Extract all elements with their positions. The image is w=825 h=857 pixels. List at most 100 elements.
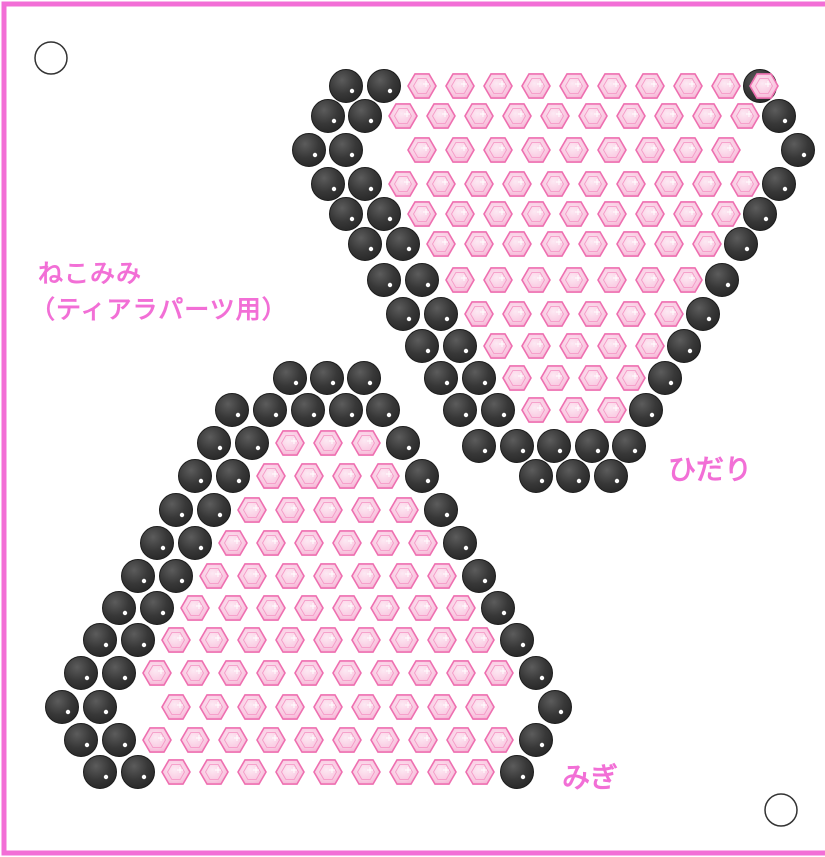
left-piece-pink-bead: [635, 267, 665, 293]
left-piece-pink-bead: [559, 73, 589, 99]
left-piece-black-bead: [556, 459, 590, 493]
right-piece-black-bead: [329, 393, 363, 427]
left-piece-black-bead: [311, 99, 345, 133]
right-piece-pink-bead: [256, 595, 286, 621]
right-piece-pink-bead: [294, 660, 324, 686]
right-piece-black-bead: [197, 493, 231, 527]
left-piece-black-bead: [348, 227, 382, 261]
right-piece-black-bead: [538, 690, 572, 724]
right-piece-pink-bead: [484, 727, 514, 753]
left-piece-pink-bead: [464, 301, 494, 327]
right-piece-pink-bead: [370, 727, 400, 753]
left-piece-black-bead: [329, 197, 363, 231]
pattern-title: ねこみみ: [38, 259, 143, 288]
left-piece-pink-bead: [445, 137, 475, 163]
right-piece-pink-bead: [313, 430, 343, 456]
left-piece-pink-bead: [464, 231, 494, 257]
left-piece-black-bead: [648, 361, 682, 395]
left-piece-pink-bead: [597, 267, 627, 293]
left-piece-pink-bead: [388, 171, 418, 197]
right-piece-pink-bead: [218, 595, 248, 621]
right-piece-pink-bead: [370, 463, 400, 489]
right-piece-black-bead: [481, 591, 515, 625]
right-piece-black-bead: [159, 559, 193, 593]
left-piece-pink-bead: [445, 201, 475, 227]
left-piece-pink-bead: [597, 397, 627, 423]
right-piece-pink-bead: [275, 497, 305, 523]
left-piece-pink-bead: [502, 171, 532, 197]
left-piece-black-bead: [329, 69, 363, 103]
right-piece-pink-bead: [313, 627, 343, 653]
left-piece-black-bead: [329, 133, 363, 167]
left-piece-pink-bead: [635, 137, 665, 163]
left-piece-pink-bead: [749, 73, 779, 99]
right-piece-pink-bead: [218, 660, 248, 686]
bead-layer: [45, 69, 815, 789]
left-piece-black-bead: [667, 329, 701, 363]
left-piece-pink-bead: [426, 103, 456, 129]
left-piece-pink-bead: [635, 73, 665, 99]
right-piece-black-bead: [519, 723, 553, 757]
right-piece-pink-bead: [161, 759, 191, 785]
right-piece-pink-bead: [313, 759, 343, 785]
left-piece-pink-bead: [597, 333, 627, 359]
right-piece-black-bead: [386, 426, 420, 460]
left-piece-pink-bead: [559, 333, 589, 359]
left-piece-black-bead: [762, 167, 796, 201]
left-piece-black-bead: [781, 133, 815, 167]
left-piece-pink-bead: [464, 103, 494, 129]
left-piece-pink-bead: [616, 365, 646, 391]
left-piece-pink-bead: [483, 201, 513, 227]
left-piece-pink-bead: [407, 137, 437, 163]
left-piece-pink-bead: [597, 201, 627, 227]
right-piece-pink-bead: [313, 694, 343, 720]
right-piece-pink-bead: [256, 660, 286, 686]
right-piece-pink-bead: [313, 497, 343, 523]
right-piece-pink-bead: [313, 563, 343, 589]
right-piece-pink-bead: [408, 595, 438, 621]
left-piece-pink-bead: [483, 267, 513, 293]
left-piece-pink-bead: [483, 73, 513, 99]
right-piece-black-bead: [83, 690, 117, 724]
left-piece-black-bead: [348, 99, 382, 133]
right-piece-pink-bead: [294, 463, 324, 489]
right-piece-black-bead: [64, 656, 98, 690]
left-piece-pink-bead: [635, 201, 665, 227]
right-piece-pink-bead: [332, 595, 362, 621]
left-piece-pink-bead: [692, 231, 722, 257]
right-piece-pink-bead: [332, 463, 362, 489]
right-piece-pink-bead: [142, 660, 172, 686]
right-piece-pink-bead: [275, 430, 305, 456]
left-piece-pink-bead: [483, 333, 513, 359]
left-piece-black-bead: [311, 167, 345, 201]
left-piece-black-bead: [594, 459, 628, 493]
right-piece-black-bead: [235, 426, 269, 460]
right-piece-black-bead: [197, 426, 231, 460]
left-piece-pink-bead: [559, 267, 589, 293]
right-piece-pink-bead: [180, 727, 210, 753]
right-piece-pink-bead: [256, 530, 286, 556]
right-piece-black-bead: [405, 459, 439, 493]
left-piece-black-bead: [500, 429, 534, 463]
left-piece-pink-bead: [540, 171, 570, 197]
right-piece-pink-bead: [465, 694, 495, 720]
corner-hole-top-left: [34, 41, 68, 75]
left-piece-pink-bead: [540, 301, 570, 327]
right-piece-pink-bead: [332, 727, 362, 753]
left-piece-black-bead: [443, 329, 477, 363]
left-piece-pink-bead: [711, 201, 741, 227]
right-piece-pink-bead: [275, 694, 305, 720]
left-piece-pink-bead: [559, 397, 589, 423]
left-piece-black-bead: [629, 393, 663, 427]
left-piece-pink-bead: [730, 103, 760, 129]
left-piece-black-bead: [367, 263, 401, 297]
left-piece-pink-bead: [597, 73, 627, 99]
left-piece-pink-bead: [673, 267, 703, 293]
left-piece-label: ひだり: [668, 453, 753, 486]
left-piece-pink-bead: [616, 171, 646, 197]
left-piece-black-bead: [762, 99, 796, 133]
right-piece-black-bead: [500, 755, 534, 789]
left-piece-pink-bead: [578, 103, 608, 129]
